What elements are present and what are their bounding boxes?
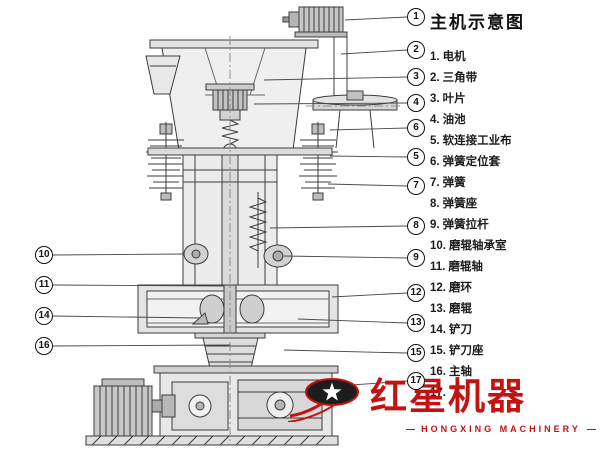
legend-item-label: 弹簧定位套 — [442, 156, 501, 168]
callout-7: 7 — [407, 177, 425, 195]
legend-item: 4.油池 — [430, 110, 596, 131]
legend-item-number: 2. — [430, 72, 440, 84]
callout-12: 12 — [407, 284, 425, 302]
legend-item-number: 9. — [430, 219, 440, 231]
legend-item: 2.三角带 — [430, 68, 596, 89]
subtitle-rule-right — [586, 428, 597, 430]
callout-16: 16 — [35, 337, 53, 355]
legend-item: 14.铲刀 — [430, 320, 596, 341]
callout-17: 17 — [407, 372, 425, 390]
legend-item-number: 16. — [430, 366, 446, 378]
legend-item-label: 三角带 — [442, 72, 478, 84]
legend-item: 8.弹簧座 — [430, 194, 596, 215]
legend-list: 1.电机 2.三角带 3.叶片 4.油池 5.软连接工业布 6.弹簧定位套 7.… — [430, 47, 596, 404]
legend-item-label: 电机 — [442, 51, 466, 63]
legend-item-label: 弹簧 — [442, 177, 466, 189]
legend-item-number: 5. — [430, 135, 440, 147]
machine-drawing — [85, 6, 402, 446]
brand-subtitle-row: HONGXING MACHINERY — [406, 424, 597, 434]
callout-5: 5 — [407, 148, 425, 166]
legend-item: 3.叶片 — [430, 89, 596, 110]
legend-item: 13.磨辊 — [430, 299, 596, 320]
legend-item-label: 弹簧座 — [442, 198, 478, 210]
legend-item: 9.弹簧拉杆 — [430, 215, 596, 236]
callout-2: 2 — [407, 41, 425, 59]
legend-item-number: 7. — [430, 177, 440, 189]
subtitle-rule-left — [406, 428, 416, 430]
legend-item-label: 铲刀 — [449, 324, 472, 336]
legend-item-number: 3. — [430, 93, 440, 105]
callout-4: 4 — [407, 94, 425, 112]
legend-panel: 主机示意图 1.电机 2.三角带 3.叶片 4.油池 5.软连接工业布 6.弹簧… — [430, 8, 596, 404]
brand-subtitle: HONGXING MACHINERY — [421, 424, 581, 434]
legend-item-number: 11. — [430, 261, 446, 273]
legend-item-label: 磨环 — [449, 282, 472, 294]
legend-item-number: 4. — [430, 114, 440, 126]
legend-item-number: 14. — [430, 324, 446, 336]
legend-item: 17. — [430, 383, 596, 404]
legend-item: 6.弹簧定位套 — [430, 152, 596, 173]
callout-10: 10 — [35, 246, 53, 264]
legend-item-number: 8. — [430, 198, 440, 210]
legend-item: 16.主轴 — [430, 362, 596, 383]
legend-item-label: 油池 — [442, 114, 466, 126]
legend-item: 1.电机 — [430, 47, 596, 68]
legend-title: 主机示意图 — [430, 13, 525, 32]
legend-item-label: 磨辊轴 — [448, 261, 483, 273]
legend-item-number: 13. — [430, 303, 446, 315]
hongxing-star-logo-icon — [288, 378, 359, 422]
legend-item-label: 磨辊轴承室 — [449, 240, 507, 252]
legend-item-label: 磨辊 — [449, 303, 472, 315]
callout-13: 13 — [407, 314, 425, 332]
legend-item-label: 弹簧拉杆 — [442, 219, 489, 231]
leader-lines — [52, 16, 408, 389]
legend-item-label: 软连接工业布 — [442, 135, 512, 147]
legend-item-number: 1. — [430, 51, 440, 63]
legend-item-label: 铲刀座 — [449, 345, 484, 357]
callout-1: 1 — [407, 8, 425, 26]
legend-item-number: 10. — [430, 240, 446, 252]
legend-item-label: 叶片 — [442, 93, 466, 105]
legend-item: 11.磨辊轴 — [430, 257, 596, 278]
callout-3: 3 — [407, 68, 425, 86]
legend-item-number: 15. — [430, 345, 446, 357]
legend-item: 10.磨辊轴承室 — [430, 236, 596, 257]
legend-item-number: 17. — [430, 387, 446, 399]
callout-6: 6 — [407, 119, 425, 137]
legend-item: 7.弹簧 — [430, 173, 596, 194]
legend-item-number: 6. — [430, 156, 440, 168]
callout-15: 15 — [407, 344, 425, 362]
legend-item: 5.软连接工业布 — [430, 131, 596, 152]
brand-name: 红星机器 — [370, 376, 526, 418]
legend-item: 15.铲刀座 — [430, 341, 596, 362]
callout-11: 11 — [35, 276, 53, 294]
legend-item-label: 主轴 — [449, 366, 472, 378]
callout-14: 14 — [35, 307, 53, 325]
legend-item: 12.磨环 — [430, 278, 596, 299]
callout-9: 9 — [407, 249, 425, 267]
brand-watermark: 红星机器 HONGXING MACHINERY — [288, 372, 597, 434]
legend-item-number: 12. — [430, 282, 446, 294]
callout-8: 8 — [407, 217, 425, 235]
brand-row: 红星机器 — [288, 372, 596, 422]
